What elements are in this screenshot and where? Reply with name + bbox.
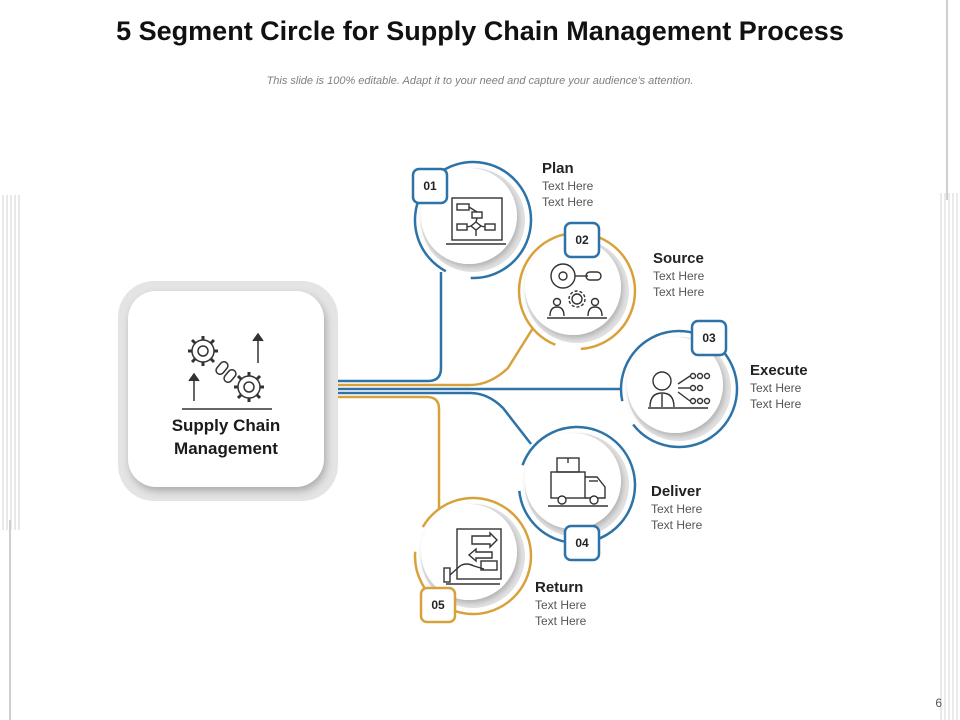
slide-subtitle: This slide is 100% editable. Adapt it to… [266,75,694,87]
step-source-title: Source [653,250,704,267]
step-plan-number: 01 [423,179,437,193]
step-return-text2: Text Here [535,614,587,628]
step-execute-title: Execute [750,362,808,379]
step-execute-badge: 03 [690,319,728,357]
center-label-line2: Management [174,439,278,458]
step-return-number: 05 [431,598,445,612]
step-execute-text2: Text Here [750,397,802,411]
step-plan-badge: 01 [411,167,449,205]
step-execute-label: Execute Text Here Text Here [750,362,808,412]
search-gear-people-icon [547,263,607,319]
page-number: 6 [935,696,942,710]
connector-deliver [338,391,532,445]
return-hand-arrows-icon [443,528,502,585]
center-label-line1: Supply Chain [171,416,281,435]
step-plan-text2: Text Here [542,195,594,209]
center-label: Supply Chain Management [128,414,324,460]
step-return-label: Return Text Here Text Here [535,579,586,629]
step-deliver-text2: Text Here [651,518,703,532]
center-card: Supply Chain Management [128,291,324,487]
step-source-text2: Text Here [653,285,705,299]
step-execute-number: 03 [702,331,716,345]
delivery-truck-icon [548,457,608,507]
left-bottom-edge-line [9,520,11,720]
right-top-edge-line [946,0,948,200]
step-plan-text1: Text Here [542,179,594,193]
gears-chain-arrows-icon [182,332,272,410]
connector-source [338,327,535,387]
center-box[interactable]: Supply Chain Management [118,281,338,501]
step-deliver-badge: 04 [563,524,601,562]
person-network-icon [648,371,711,409]
connector-plan [338,272,443,383]
step-execute-circle[interactable] [610,320,748,458]
step-deliver-label: Deliver Text Here Text Here [651,483,702,533]
connector-return [338,395,441,510]
slide-title: 5 Segment Circle for Supply Chain Manage… [116,16,844,46]
step-deliver-text1: Text Here [651,502,703,516]
step-plan-label: Plan Text Here Text Here [542,160,593,210]
step-plan-title: Plan [542,160,574,177]
step-source-badge: 02 [563,221,601,259]
right-edge-lines [940,193,958,720]
step-return-badge: 05 [419,586,457,624]
step-return-text1: Text Here [535,598,587,612]
step-source-number: 02 [575,233,589,247]
step-deliver-number: 04 [575,536,589,550]
step-return-title: Return [535,579,584,596]
flowchart-board-icon [446,197,506,245]
left-edge-lines [2,195,20,530]
step-source-label: Source Text Here Text Here [653,250,704,300]
step-deliver-title: Deliver [651,483,702,500]
step-execute-text1: Text Here [750,381,802,395]
step-source-text1: Text Here [653,269,705,283]
